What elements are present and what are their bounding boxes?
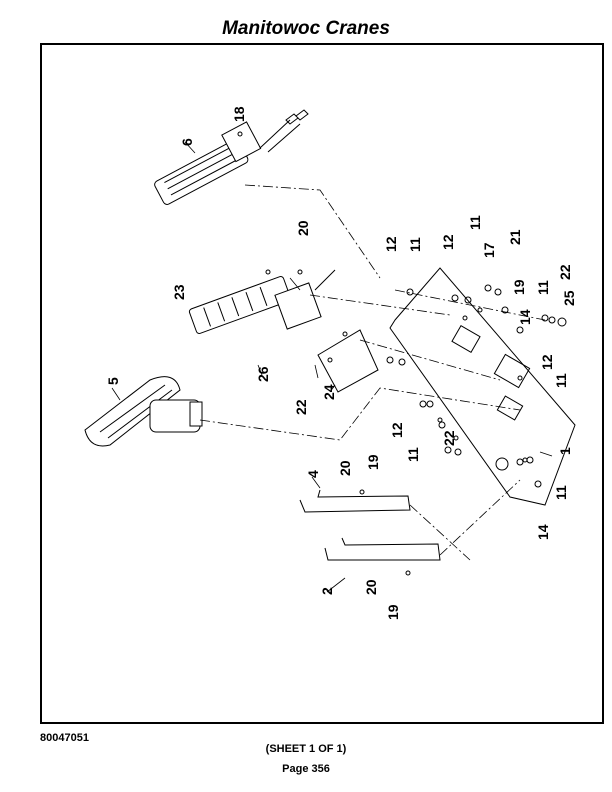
callout-14: 14 [517, 309, 533, 325]
callout-6: 6 [179, 138, 195, 146]
exploded-parts-diagram: 1 2 4 5 6 11 11 11 11 11 11 12 12 12 12 … [84, 106, 577, 620]
callout-17: 17 [481, 242, 497, 258]
callout-19: 19 [511, 279, 527, 295]
page-number: Page 356 [282, 763, 330, 775]
callout-19: 19 [385, 604, 401, 620]
callout-19: 19 [365, 454, 381, 470]
callout-24: 24 [321, 384, 337, 400]
callout-18: 18 [231, 106, 247, 122]
drawing-frame [40, 43, 604, 724]
callout-20: 20 [295, 220, 311, 236]
callout-20: 20 [337, 460, 353, 476]
callout-20: 20 [363, 579, 379, 595]
bracket-4 [299, 489, 411, 513]
callout-25: 25 [561, 290, 577, 306]
callout-11: 11 [553, 373, 569, 388]
callout-12: 12 [383, 236, 399, 252]
callout-12: 12 [389, 422, 405, 438]
callout-23: 23 [171, 284, 187, 300]
callout-22: 22 [557, 264, 573, 280]
callout-14: 14 [535, 524, 551, 540]
callout-11: 11 [407, 237, 423, 252]
callout-1: 1 [557, 447, 573, 455]
callout-21: 21 [507, 229, 523, 245]
callout-11: 11 [553, 485, 569, 500]
callout-22: 22 [441, 430, 457, 446]
pedal-5 [84, 376, 181, 447]
mounting-plate [389, 267, 576, 506]
callout-11: 11 [405, 447, 421, 462]
callout-5: 5 [105, 377, 121, 385]
callout-11: 11 [467, 215, 483, 230]
pedal-6 [154, 121, 262, 205]
sheet-indicator: (SHEET 1 OF 1) [265, 743, 347, 755]
bracket-2 [324, 537, 441, 561]
document-number: 80047051 [40, 732, 89, 744]
callout-26: 26 [255, 366, 271, 382]
pedal-23 [188, 276, 292, 334]
page-title: Manitowoc Cranes [222, 18, 390, 39]
callout-12: 12 [539, 354, 555, 370]
callout-12: 12 [440, 234, 456, 250]
callout-22: 22 [293, 399, 309, 415]
callout-4: 4 [305, 470, 321, 478]
callout-11: 11 [535, 280, 551, 295]
callout-2: 2 [319, 587, 335, 595]
